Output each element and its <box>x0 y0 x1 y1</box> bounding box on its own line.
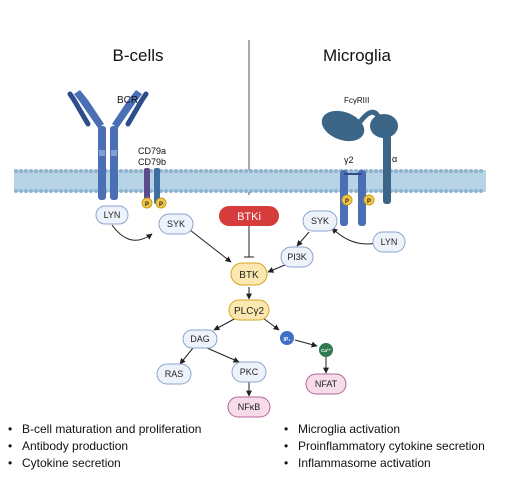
node-btki: BTKi <box>219 206 279 226</box>
arrow-ip3-to-ca <box>294 339 318 348</box>
phospho-cd79a: P <box>141 197 153 209</box>
arrow-syk-to-pi3k <box>296 231 310 247</box>
svg-text:LYN: LYN <box>104 210 121 220</box>
svg-text:RAS: RAS <box>165 369 184 379</box>
cd79-heterodimer <box>144 168 160 204</box>
fcgr-label: FcγRIII <box>344 96 369 105</box>
svg-text:Ca²⁺: Ca²⁺ <box>321 348 331 353</box>
arrow-lyn-to-syk-right <box>331 227 378 245</box>
arrow-dag-to-pkc <box>206 347 240 363</box>
outcomes-microglia: Microglia activation Proinflammatory cyt… <box>282 421 485 472</box>
node-syk-right: SYK <box>302 210 338 232</box>
node-dag: DAG <box>182 329 218 349</box>
svg-text:DAG: DAG <box>190 334 210 344</box>
svg-text:LYN: LYN <box>381 237 398 247</box>
phospho-cd79b: P <box>155 197 167 209</box>
cell-membrane <box>14 169 486 193</box>
phospho-gamma2-right: P <box>363 194 375 206</box>
svg-text:BTK: BTK <box>239 270 259 281</box>
outcome-item: B-cell maturation and proliferation <box>6 421 201 438</box>
alpha-label: α <box>392 154 397 164</box>
heading-microglia: Microglia <box>323 46 392 65</box>
svg-text:P: P <box>145 202 149 208</box>
node-lyn-left: LYN <box>95 205 129 225</box>
node-btk: BTK <box>230 262 268 286</box>
arrow-dag-to-ras <box>179 347 194 365</box>
gamma2-label: γ2 <box>344 155 354 165</box>
svg-text:BTKi: BTKi <box>237 211 261 223</box>
fcgr-receptor <box>321 109 398 226</box>
node-ip3: IP₃ <box>280 331 294 345</box>
btki-inhibition <box>244 224 254 258</box>
svg-text:PLCγ2: PLCγ2 <box>234 306 264 317</box>
outcome-item: Cytokine secretion <box>6 455 201 472</box>
svg-text:IP₃: IP₃ <box>283 337 291 343</box>
svg-text:NFAT: NFAT <box>315 379 338 389</box>
node-ras: RAS <box>156 363 192 385</box>
svg-text:P: P <box>345 199 349 205</box>
node-ca: Ca²⁺ <box>319 343 333 357</box>
node-nfat: NFAT <box>305 373 347 395</box>
node-lyn-right: LYN <box>372 231 406 253</box>
arrow-lyn-to-syk-left <box>111 224 153 241</box>
phospho-gamma2-left: P <box>341 194 353 206</box>
node-plcg2: PLCγ2 <box>228 299 270 321</box>
svg-text:P: P <box>367 199 371 205</box>
node-nfkb: NFκB <box>227 396 271 418</box>
svg-text:SYK: SYK <box>311 216 329 226</box>
outcome-item: Proinflammatory cytokine secretion <box>282 438 485 455</box>
node-pi3k: PI3K <box>280 246 314 268</box>
heading-b-cells: B-cells <box>112 46 163 65</box>
bcr-receptor <box>67 90 149 200</box>
node-syk-left: SYK <box>158 213 194 235</box>
arrow-syk-to-btk-left <box>189 229 232 263</box>
outcome-item: Microglia activation <box>282 421 485 438</box>
outcomes-b-cells: B-cell maturation and proliferation Anti… <box>6 421 201 472</box>
arrow-pi3k-to-btk <box>267 264 286 273</box>
outcome-item: Inflammasome activation <box>282 455 485 472</box>
cd79a-label: CD79a <box>138 146 166 156</box>
outcome-item: Antibody production <box>6 438 201 455</box>
svg-text:PKC: PKC <box>240 367 259 377</box>
bcr-label: BCR <box>117 95 138 106</box>
arrow-plcg2-to-dag <box>213 317 237 331</box>
svg-text:NFκB: NFκB <box>238 402 261 412</box>
node-pkc: PKC <box>231 361 267 383</box>
pathway-arrows <box>111 224 378 397</box>
svg-text:SYK: SYK <box>167 219 185 229</box>
svg-text:P: P <box>159 202 163 208</box>
svg-text:PI3K: PI3K <box>287 252 307 262</box>
cd79b-label: CD79b <box>138 157 166 167</box>
arrow-plcg2-to-ip3 <box>262 317 280 331</box>
